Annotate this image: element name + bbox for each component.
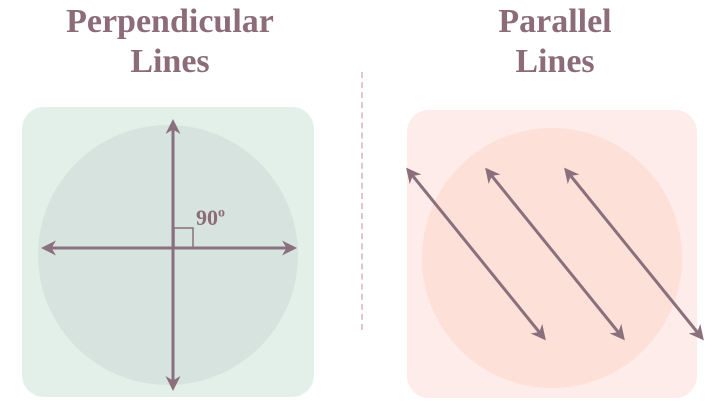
parallel-title-line2: Lines [515, 43, 595, 80]
perpendicular-title-line2: Lines [130, 43, 210, 80]
parallel-line-3 [564, 167, 704, 341]
perpendicular-circle [38, 125, 298, 385]
angle-label: 90o [196, 205, 225, 231]
parallel-title: Parallel Lines [390, 2, 720, 82]
perpendicular-title-line1: Perpendicular [66, 3, 274, 40]
degree-symbol: o [218, 205, 225, 221]
angle-value: 90 [196, 205, 218, 230]
right-angle-marker-icon [173, 227, 194, 249]
parallel-title-line1: Parallel [498, 3, 612, 40]
parallel-circle [422, 128, 682, 388]
dashed-divider [361, 72, 363, 330]
perpendicular-title: Perpendicular Lines [0, 2, 340, 82]
